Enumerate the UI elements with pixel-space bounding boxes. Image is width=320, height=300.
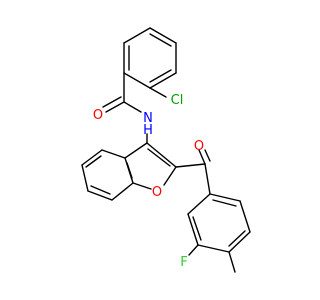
bond — [188, 244, 199, 256]
bond — [123, 27, 151, 44]
bond — [81, 149, 103, 166]
bond — [124, 142, 148, 159]
bond — [123, 101, 142, 113]
bond-lines — [81, 27, 251, 273]
bond — [149, 33, 172, 47]
bond — [149, 69, 172, 83]
bond — [149, 72, 177, 89]
bond — [111, 182, 134, 201]
molecule-structure: Cl O N H O O F — [81, 27, 251, 273]
bond — [87, 190, 113, 201]
bond — [204, 163, 211, 195]
bond — [197, 244, 230, 253]
bond — [192, 216, 202, 241]
bond — [212, 199, 237, 207]
bond — [204, 149, 211, 162]
amide-nitrogen-label: N — [143, 111, 153, 126]
atom-labels: Cl O N H O O F — [93, 93, 204, 270]
furan-oxygen-label: O — [152, 185, 162, 200]
bond — [187, 193, 211, 215]
bond — [198, 149, 206, 165]
bond — [149, 87, 167, 98]
bond — [147, 148, 171, 167]
bond — [146, 142, 177, 168]
bond — [228, 251, 236, 273]
bond — [175, 163, 206, 168]
bond — [123, 72, 151, 89]
bond — [102, 96, 122, 108]
amide-hydrogen-label: H — [143, 123, 153, 138]
bond — [105, 101, 125, 113]
bond — [126, 162, 133, 179]
bond — [228, 231, 251, 253]
amide-oxygen-label: O — [93, 108, 103, 123]
chlorine-label: Cl — [171, 93, 184, 108]
bond — [228, 230, 246, 247]
ketone-oxygen-label: O — [194, 139, 204, 154]
bond — [163, 166, 177, 186]
bond — [149, 27, 177, 44]
bond — [187, 213, 199, 246]
bond — [239, 200, 251, 233]
bond — [85, 155, 102, 168]
bond — [132, 182, 152, 190]
bond — [209, 193, 241, 202]
bond — [101, 149, 126, 159]
bond — [90, 185, 111, 195]
bond — [81, 164, 89, 192]
fluorine-label: F — [180, 255, 187, 270]
